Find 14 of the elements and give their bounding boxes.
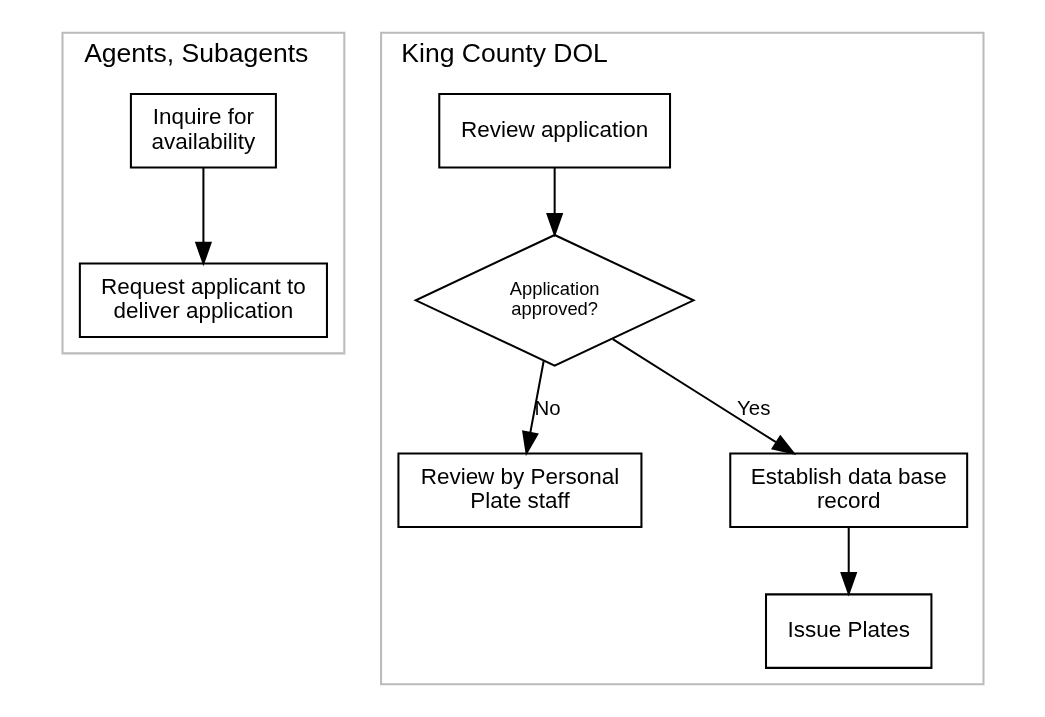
edge-label: Yes [736, 396, 770, 419]
arrow [521, 360, 545, 457]
node-box: Inquire for availability [129, 93, 277, 169]
node-box: Review by Personal Plate staff [396, 452, 642, 528]
node-diamond: Application approved? [412, 233, 696, 367]
edge-label: No [533, 396, 561, 419]
arrow [611, 338, 796, 456]
arrow [839, 527, 857, 597]
arrow [545, 167, 563, 238]
node-box: Request applicant to deliver application [78, 262, 328, 339]
node-box: Establish data base record [728, 452, 968, 528]
node-box: Issue Plates [764, 593, 932, 669]
arrow [194, 167, 212, 267]
node-box: Review application [437, 93, 671, 169]
